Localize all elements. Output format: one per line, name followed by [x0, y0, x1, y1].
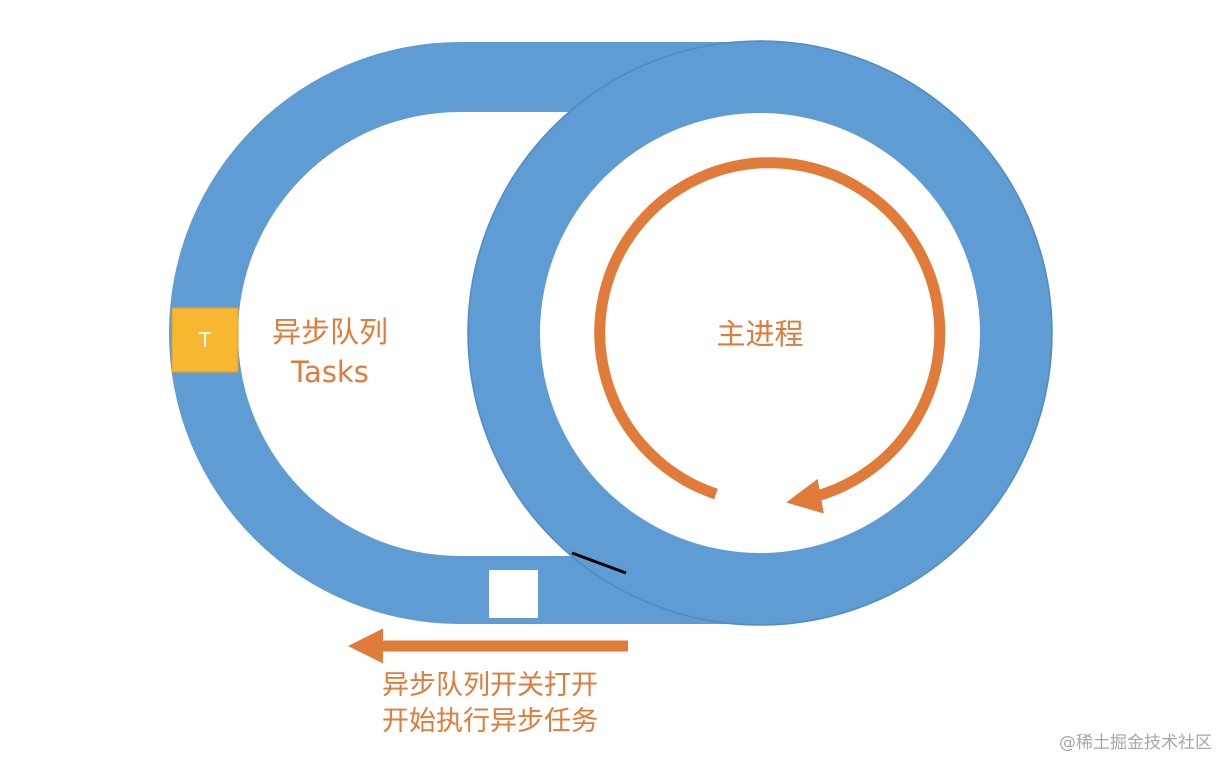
main-inner-area: [540, 113, 980, 553]
switch-lever: [571, 551, 627, 575]
main-ring-seam: [467, 40, 1053, 626]
queue-inner-area: [238, 112, 572, 556]
task-block: [171, 307, 239, 373]
switch-gate: [489, 570, 538, 618]
loop-arrow: [594, 157, 946, 514]
task-label: T: [198, 328, 212, 352]
main-process-label: 主进程: [716, 317, 804, 351]
switch-caption: 异步队列开关打开 开始执行异步任务: [360, 668, 620, 740]
switch-caption-line2: 开始执行异步任务: [382, 706, 598, 737]
async-queue-label: 异步队列 Tasks: [260, 312, 400, 392]
watermark: @稀土掘金技术社区: [1059, 733, 1212, 753]
switch-caption-line1: 异步队列开关打开: [382, 670, 598, 701]
async-queue-subtitle: Tasks: [291, 355, 369, 389]
async-queue-title: 异步队列: [271, 315, 388, 349]
